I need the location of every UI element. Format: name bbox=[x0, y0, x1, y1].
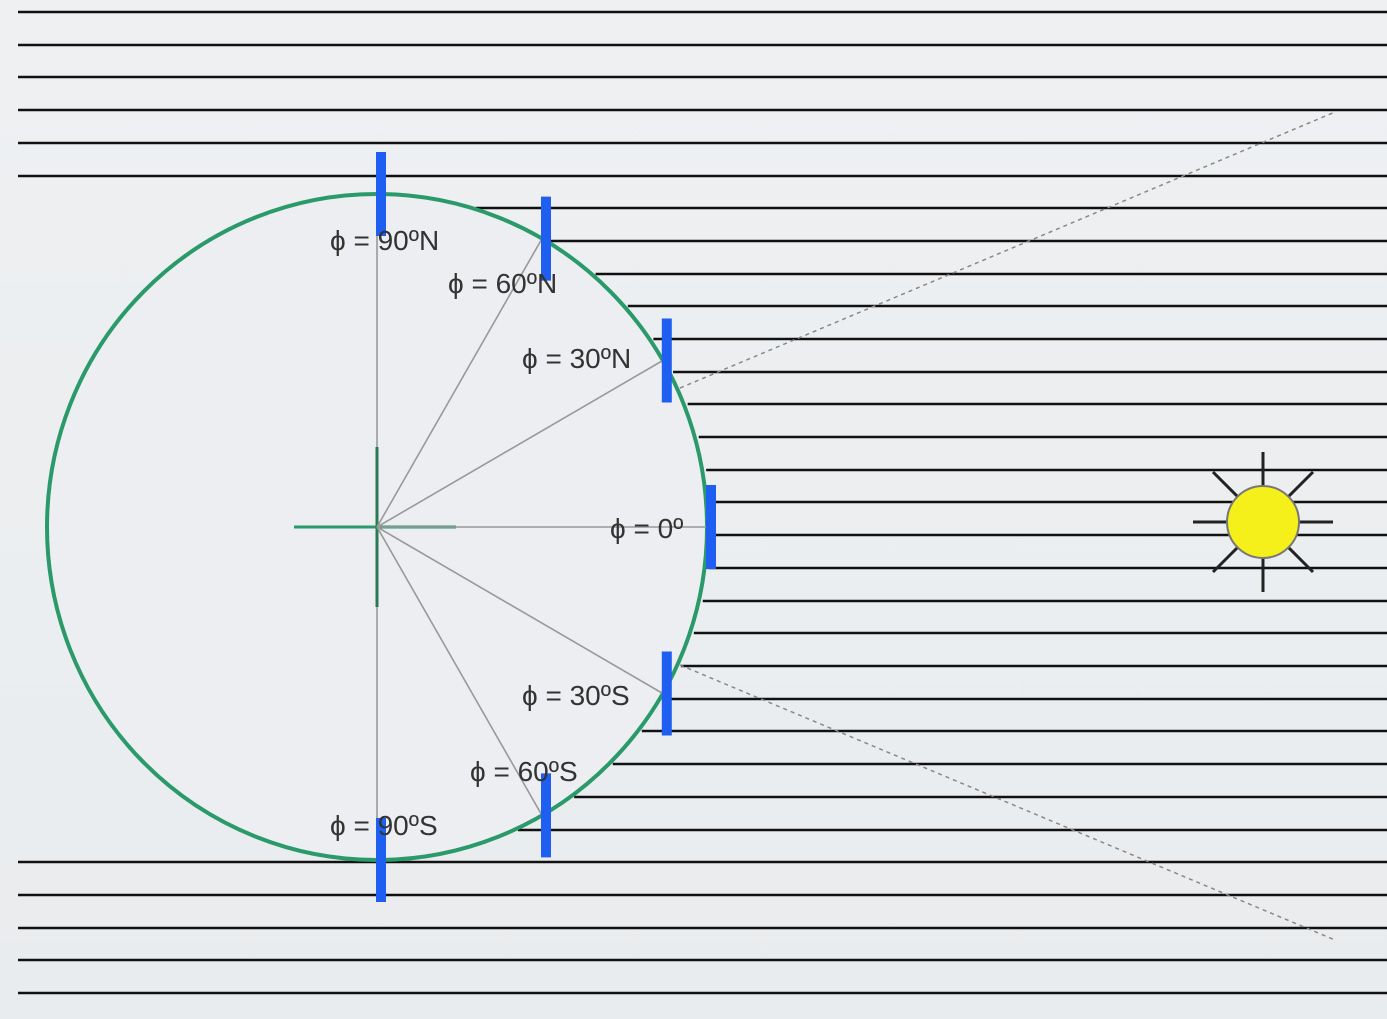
latitude-radius-60n bbox=[376, 238, 543, 528]
latitude-label-90n: ϕ = 90ºN bbox=[330, 225, 439, 256]
sun-icon bbox=[1193, 452, 1333, 592]
latitude-radius-60s bbox=[376, 526, 543, 816]
latitude-label-30s: ϕ = 30ºS bbox=[522, 680, 630, 711]
lower-dotted-line bbox=[679, 664, 1336, 941]
latitude-radius-30s bbox=[376, 526, 664, 695]
latitude-markers bbox=[376, 152, 716, 902]
latitude-label-60s: ϕ = 60ºS bbox=[470, 756, 578, 787]
latitude-labels: ϕ = 90ºN ϕ = 60ºN ϕ = 30ºN ϕ = 0º ϕ = 30ºS ϕ … bbox=[330, 225, 683, 841]
latitude-label-60n: ϕ = 60ºN bbox=[448, 268, 557, 299]
latitude-radius-30n bbox=[376, 359, 664, 528]
latitude-label-90s: ϕ = 90ºS bbox=[330, 810, 438, 841]
latitude-radii bbox=[376, 238, 707, 816]
latitude-label-30n: ϕ = 30ºN bbox=[522, 343, 631, 374]
sun-rays bbox=[18, 10, 1387, 995]
latitude-label-0: ϕ = 0º bbox=[610, 513, 683, 544]
upper-dotted-line bbox=[679, 111, 1336, 389]
